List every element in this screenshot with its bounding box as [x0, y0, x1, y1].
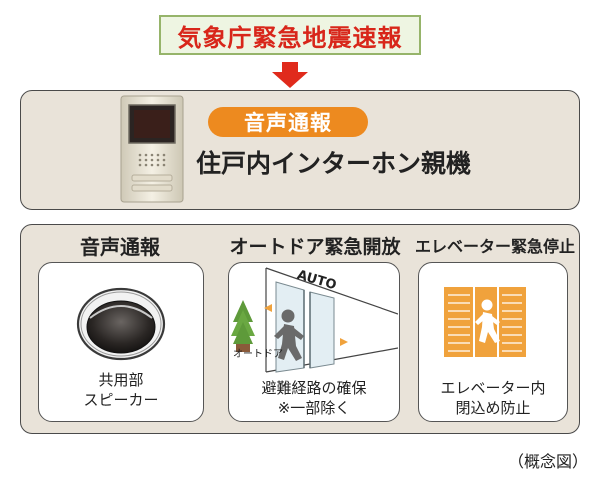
- autodoor-caption-line2: ※一部除く: [277, 399, 351, 417]
- elevator-caption-line2: 閉込め防止: [455, 399, 531, 417]
- autodoor-caption-line1: 避難経路の確保: [261, 379, 367, 397]
- elevator-column-title: エレベーター緊急停止: [414, 237, 575, 256]
- alert-title: 気象庁緊急地震速報: [159, 15, 421, 55]
- auto-door-label: オートドア: [233, 349, 283, 360]
- speaker-column-title: 音声通報: [80, 234, 160, 259]
- speaker-caption-line1: 共用部: [98, 371, 144, 389]
- speaker-caption-line2: スピーカー: [83, 391, 159, 409]
- elevator-exit-icon: [444, 287, 526, 357]
- elevator-caption-line1: エレベーター内: [440, 379, 546, 397]
- down-arrow-icon: [272, 62, 308, 88]
- autodoor-column-title: オートドア緊急開放: [229, 235, 401, 258]
- concept-diagram-caption: （概念図）: [507, 452, 588, 471]
- intercom-label: 住戸内インターホン親機: [196, 149, 472, 178]
- intercom-device-icon: [120, 95, 184, 203]
- autodoor-illustration: [231, 267, 398, 373]
- voice-notification-badge: 音声通報: [208, 107, 368, 137]
- ceiling-speaker-icon: [76, 287, 166, 361]
